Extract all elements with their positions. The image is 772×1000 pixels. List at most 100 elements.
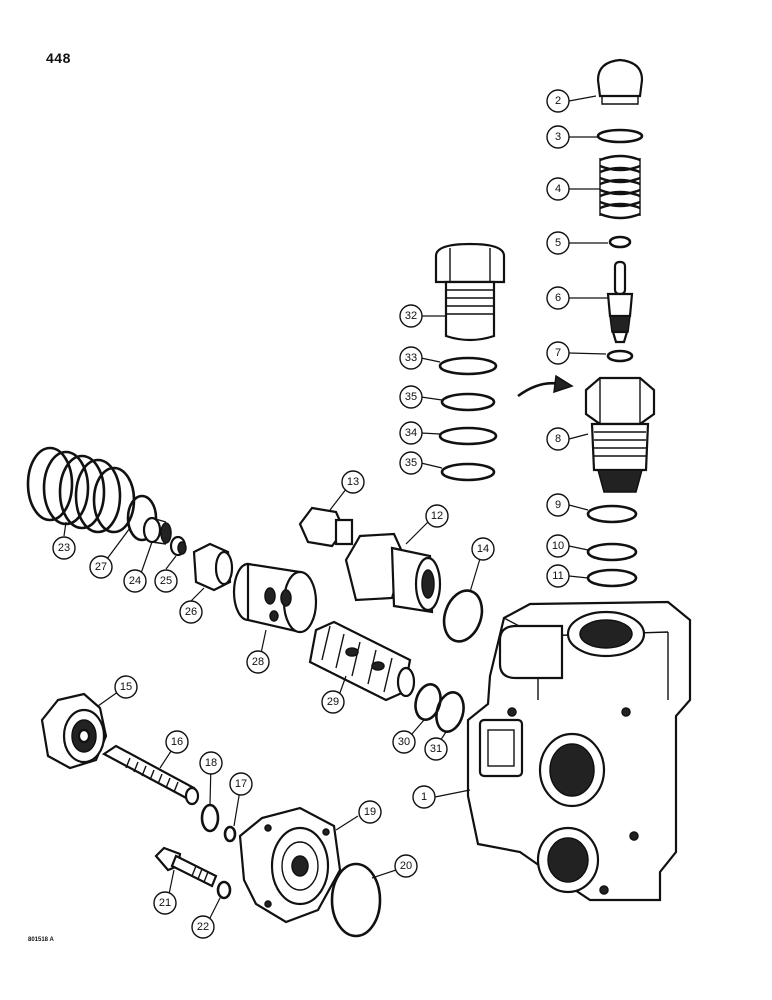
callout-25: 25 [154,569,178,593]
part-5-washer [608,235,632,249]
callout-9: 9 [546,493,570,517]
part-12-fitting [344,532,442,614]
callout-5: 5 [546,231,570,255]
part-28-spool-housing [232,562,318,634]
svg-text:12: 12 [431,510,443,522]
svg-text:6: 6 [555,292,561,304]
arrow-head [553,374,574,394]
page-number: 448 [46,50,71,66]
part-25-nut [169,535,187,557]
svg-text:25: 25 [160,575,172,587]
svg-text:9: 9 [555,499,561,511]
svg-text:21: 21 [159,897,171,909]
part-23-spring [26,446,136,534]
part-7-ring [606,349,634,363]
callout-23: 23 [52,536,76,560]
callout-6: 6 [546,286,570,310]
part-17-oring [223,825,237,843]
svg-text:19: 19 [364,806,376,818]
svg-text:4: 4 [555,183,561,195]
part-33-oring [438,356,498,376]
svg-text:7: 7 [555,347,561,359]
part-34-oring [438,426,498,446]
callout-32: 32 [399,304,423,328]
svg-text:1: 1 [421,791,427,803]
part-15-knob [40,692,108,770]
callout-35-lower: 35 [399,451,423,475]
callout-27: 27 [89,555,113,579]
part-22-washer [216,880,232,900]
part-1-valve-housing [466,600,692,902]
part-21-bolt [154,846,218,888]
part-8-valve-body [584,376,656,493]
part-18-washer [200,803,220,833]
svg-text:26: 26 [185,606,197,618]
svg-text:35: 35 [405,391,417,403]
part-35-backup-ring-lower [440,462,496,482]
svg-text:22: 22 [197,921,209,933]
part-10-backup-ring [586,542,638,562]
callout-14: 14 [471,537,495,561]
part-11-backup-ring [586,568,638,588]
callout-7: 7 [546,341,570,365]
svg-text:3: 3 [555,131,561,143]
callout-28: 28 [246,650,270,674]
part-32-plug [434,242,506,342]
callout-31: 31 [424,737,448,761]
callout-2: 2 [546,89,570,113]
callout-29: 29 [321,690,345,714]
svg-text:8: 8 [555,433,561,445]
callout-13: 13 [341,470,365,494]
callout-12: 12 [425,504,449,528]
svg-text:16: 16 [171,736,183,748]
figure-code: 801518 A [28,937,54,943]
part-2-cap [596,58,644,105]
callout-22: 22 [191,915,215,939]
callout-30: 30 [392,730,416,754]
svg-text:30: 30 [398,736,410,748]
callout-24: 24 [123,569,147,593]
part-27-washer [126,494,158,542]
part-19-cover [238,806,342,924]
svg-text:34: 34 [405,427,417,439]
svg-text:18: 18 [205,757,217,769]
svg-text:31: 31 [430,743,442,755]
svg-text:20: 20 [400,860,412,872]
svg-text:11: 11 [552,570,563,582]
callout-8: 8 [546,427,570,451]
part-35-backup-ring-upper [440,392,496,412]
callout-18: 18 [199,751,223,775]
part-26-sleeve [192,542,234,592]
callout-26: 26 [179,600,203,624]
svg-text:2: 2 [555,95,561,107]
part-6-poppet [606,260,634,344]
part-29-spool [308,620,416,702]
callout-4: 4 [546,177,570,201]
callout-10: 10 [546,534,570,558]
callout-34: 34 [399,421,423,445]
svg-text:5: 5 [555,237,561,249]
svg-text:15: 15 [120,681,132,693]
callout-35-upper: 35 [399,385,423,409]
svg-text:13: 13 [347,476,359,488]
callout-11: 11 [546,564,570,588]
callout-1: 1 [412,785,436,809]
svg-text:35: 35 [405,457,417,469]
callout-17: 17 [229,772,253,796]
callout-21: 21 [153,891,177,915]
part-9-oring [586,504,638,524]
part-16-adjusting-screw [101,744,200,806]
part-31-backup-ring [435,691,465,733]
part-20-oring [330,862,382,938]
part-14-oring [442,589,484,643]
callout-20: 20 [394,854,418,878]
callout-19: 19 [358,800,382,824]
svg-text:10: 10 [552,540,564,552]
svg-text:28: 28 [252,656,264,668]
part-4-spring [599,154,641,220]
part-13-plug [298,506,354,548]
svg-text:27: 27 [95,561,107,573]
svg-text:32: 32 [405,310,417,322]
svg-text:24: 24 [129,575,141,587]
